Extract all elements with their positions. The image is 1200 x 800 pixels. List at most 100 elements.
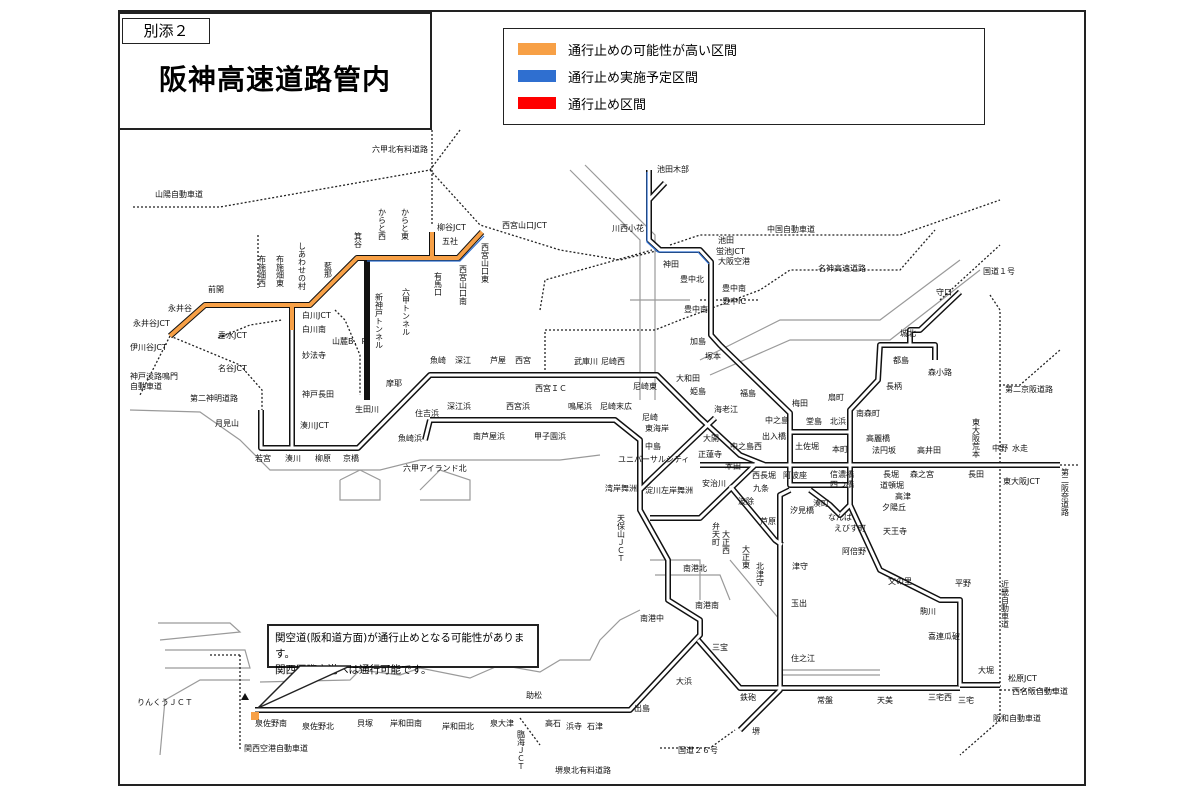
station-label-ikawadanijct: 伊川谷JCT (130, 342, 167, 352)
station-label-nishinomiyayamaguchiminami: 西宮山口南 (459, 265, 468, 305)
legend-item-possible: 通行止めの可能性が高い区間 (518, 39, 737, 59)
station-label-miyakenishi: 三宅西 (928, 692, 952, 702)
station-label-shirokita: 城北 (900, 329, 916, 338)
station-label-miyakojima: 都島 (893, 355, 909, 365)
station-label-ikeda: 池田 (718, 235, 734, 245)
station-label-yanagihara: 柳原 (315, 453, 331, 463)
station-label-nagaitani: 永井谷 (168, 303, 192, 313)
station-label-amagasakinishi: 尼崎西 (601, 356, 625, 366)
station-label-mukogawa: 武庫川 (574, 356, 598, 366)
station-label-amagasakisuehiro: 尼崎末広 (600, 401, 632, 411)
station-label-izumisanominami: 泉佐野南 (255, 718, 287, 728)
station-label-rokkoislandkita: 六甲アイランド北 (403, 463, 467, 473)
station-label-kozu: 高津 (895, 491, 911, 501)
station-label-minatomachi: 湊町 (813, 498, 829, 508)
station-label-kobeawaji2: 自動車道 (130, 381, 162, 391)
station-label-tennoji: 天王寺 (883, 527, 907, 536)
station-label-fukae: 深江 (455, 356, 471, 365)
station-label-matsubarajct: 松原JCT (1008, 673, 1037, 683)
station-label-minamiashiyahama: 南芦屋浜 (473, 431, 505, 441)
station-label-dainihanna: 第二阪奈道路 (1061, 467, 1070, 516)
station-label-dojima: 堂島 (806, 416, 822, 426)
station-label-higashiosakajct: 東大阪JCT (1003, 476, 1040, 486)
station-label-nishinomiyayamaguchijct: 西宮山口JCT (502, 220, 547, 230)
station-label-gosha: 五社 (442, 236, 458, 246)
station-label-fusehatahigashi: 布施畑東 (276, 254, 285, 288)
station-label-toyonakakita: 豊中北 (680, 274, 704, 284)
orange-swatch-icon (518, 43, 556, 55)
station-label-rokkotunnel: 六甲トンネル (402, 287, 411, 336)
station-label-kujo: 九条 (753, 483, 769, 493)
station-label-dainishinmei: 第二神明道路 (190, 393, 238, 403)
station-label-hoenzaka: 法円坂 (872, 445, 896, 455)
station-label-umeda: 梅田 (792, 398, 808, 408)
station-label-shinanobashi: 信濃橋 (830, 469, 854, 479)
station-label-nishinomiyayamaguchihigashi: 西宮山口東 (481, 243, 490, 284)
station-label-nakanoshimanishi: 中之島西 (730, 441, 762, 451)
station-label-shirakawaminami: 白川南 (302, 324, 326, 334)
station-label-dainikeihan: 第二京阪道路 (1005, 384, 1053, 394)
station-label-kokudo26: 国道２６号 (678, 745, 718, 755)
station-label-naruohama: 鳴尾浜 (568, 401, 592, 411)
station-label-mizuhai: 水走 (1012, 443, 1028, 453)
station-label-meishin: 名神高速道路 (818, 263, 866, 273)
station-label-komagawa: 駒川 (920, 606, 936, 616)
station-label-awaza: 阿波座 (783, 470, 807, 480)
station-label-nishinomiya: 西宮 (515, 355, 531, 365)
station-label-kyobashi: 京橋 (343, 453, 359, 463)
station-label-minotani: 箕谷 (354, 231, 363, 249)
station-label-miyake: 三宅 (958, 695, 974, 705)
station-label-osakakuko: 大阪空港 (718, 256, 750, 266)
station-label-yodogawasagan: 淀川左岸舞洲 (645, 485, 693, 495)
station-label-chugoku: 中国自動車道 (767, 224, 815, 234)
station-label-minatogawa: 湊川 (285, 453, 301, 463)
station-label-shorenji: 正蓮寺 (698, 449, 722, 459)
station-label-maebiraki: 前開 (208, 284, 224, 294)
station-label-fusehatanishi: 布施畑西 (258, 254, 267, 288)
station-label-nakanoshima: 中之島 (765, 415, 789, 425)
station-label-tamade: 玉出 (791, 598, 807, 608)
station-label-yuhigaoka: 夕陽丘 (882, 502, 906, 512)
station-label-yanagitanijct: 柳谷JCT (437, 222, 466, 232)
station-label-owada: 大和田 (676, 373, 700, 383)
station-label-nakajima: 中島 (645, 441, 661, 451)
station-label-nishinomiyaic: 西宮ＩＣ (535, 383, 567, 393)
station-label-shiomibashi: 汐見橋 (790, 505, 814, 515)
station-label-kobeawaji1: 神戸淡路鳴門 (130, 371, 178, 381)
station-label-myodanijct: 名谷JCT (218, 363, 247, 373)
station-label-karatohigashi: からと東 (401, 208, 410, 241)
station-label-ogimachi: 扇町 (828, 392, 844, 402)
station-label-izumisanokita: 泉佐野北 (302, 721, 334, 731)
station-label-shirakawajct: 白川JCT (302, 310, 331, 320)
station-label-nagahori: 長堀 (883, 470, 899, 479)
station-label-fukushima: 福島 (740, 388, 756, 398)
station-label-yotsubashi: 四つ橋 (830, 479, 854, 489)
station-label-tokiwa: 常盤 (817, 695, 833, 705)
station-label-izumiotsu: 泉大津 (490, 718, 514, 728)
station-label-bentencho: 弁天町 (712, 521, 721, 546)
station-label-teppo: 鉄砲 (740, 692, 756, 702)
station-label-ishizu: 石津 (587, 721, 603, 731)
route-possible-closure (168, 230, 484, 338)
station-label-maya: 摩耶 (386, 378, 402, 388)
station-label-deiribashi: 出入橋 (762, 431, 786, 441)
station-label-minatogawajct: 湊川JCT (300, 420, 329, 430)
hanshin-routes (168, 170, 1060, 733)
other-expressways (133, 129, 1080, 756)
legend-item-planned: 通行止め実施予定区間 (518, 66, 698, 86)
station-label-dejima: 出島 (634, 703, 650, 713)
station-label-wanganmaishima: 湾岸舞洲 (605, 483, 637, 493)
station-label-kanda: 神田 (663, 259, 679, 269)
station-label-kokudo1: 国道１号 (983, 266, 1015, 276)
station-label-ohori: 大堀 (978, 665, 994, 675)
station-labels: 山陽自動車道六甲北有料道路西宮山口JCT柳谷JCT五社からと西からと東箕谷しあわ… (130, 144, 1070, 775)
station-label-toyonakaminami: 豊中南 (722, 283, 746, 293)
notice-line-1: 関空道(阪和道方面)が通行止めとなる可能性があります。 (275, 632, 525, 660)
station-label-rinkujct: りんくうＪＣＴ (137, 698, 193, 707)
station-label-dotonbori: 道頓堀 (880, 480, 904, 490)
station-label-amagasaki: 尼崎 (642, 412, 658, 422)
station-label-amagasakihigashi: 尼崎東 (633, 381, 657, 391)
station-label-nagaitanijct: 永井谷JCT (133, 318, 170, 328)
station-label-sanyo: 山陽自動車道 (155, 189, 203, 199)
station-label-nagara: 長柄 (886, 381, 902, 391)
